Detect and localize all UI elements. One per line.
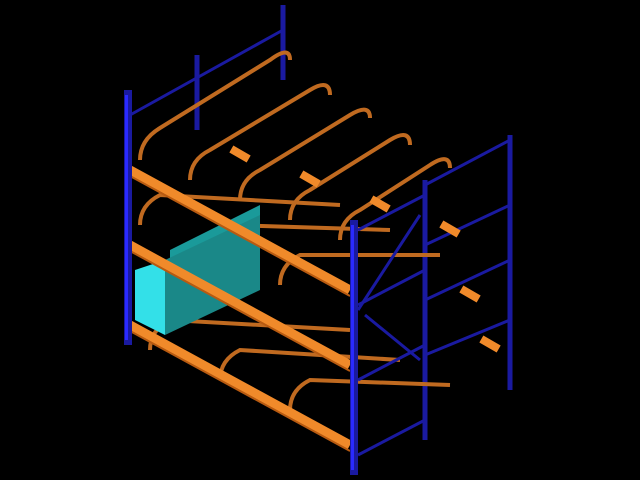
carton-boxes	[135, 205, 260, 335]
back-uprights	[194, 5, 513, 440]
side-frame	[356, 193, 426, 457]
front-beams	[127, 166, 353, 449]
